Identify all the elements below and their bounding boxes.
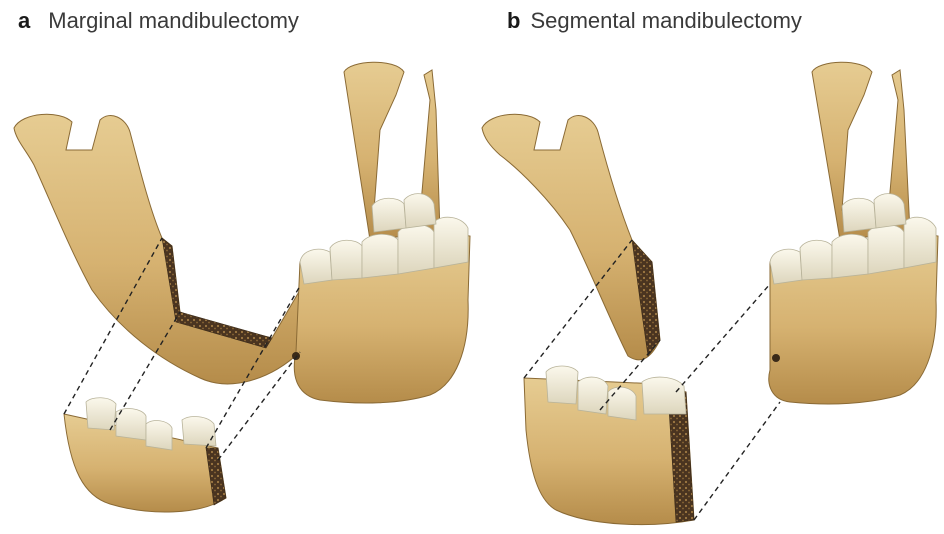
- panel-b-ramus-left: [482, 114, 660, 360]
- panel-a-resected-fragment: [64, 398, 226, 512]
- panel-b-mental-foramen: [772, 354, 780, 362]
- panel-b-illustration: [482, 62, 938, 524]
- panel-a-illustration: [14, 62, 470, 512]
- panel-a-mental-foramen: [292, 352, 300, 360]
- panel-b-resected-segment: [524, 366, 694, 525]
